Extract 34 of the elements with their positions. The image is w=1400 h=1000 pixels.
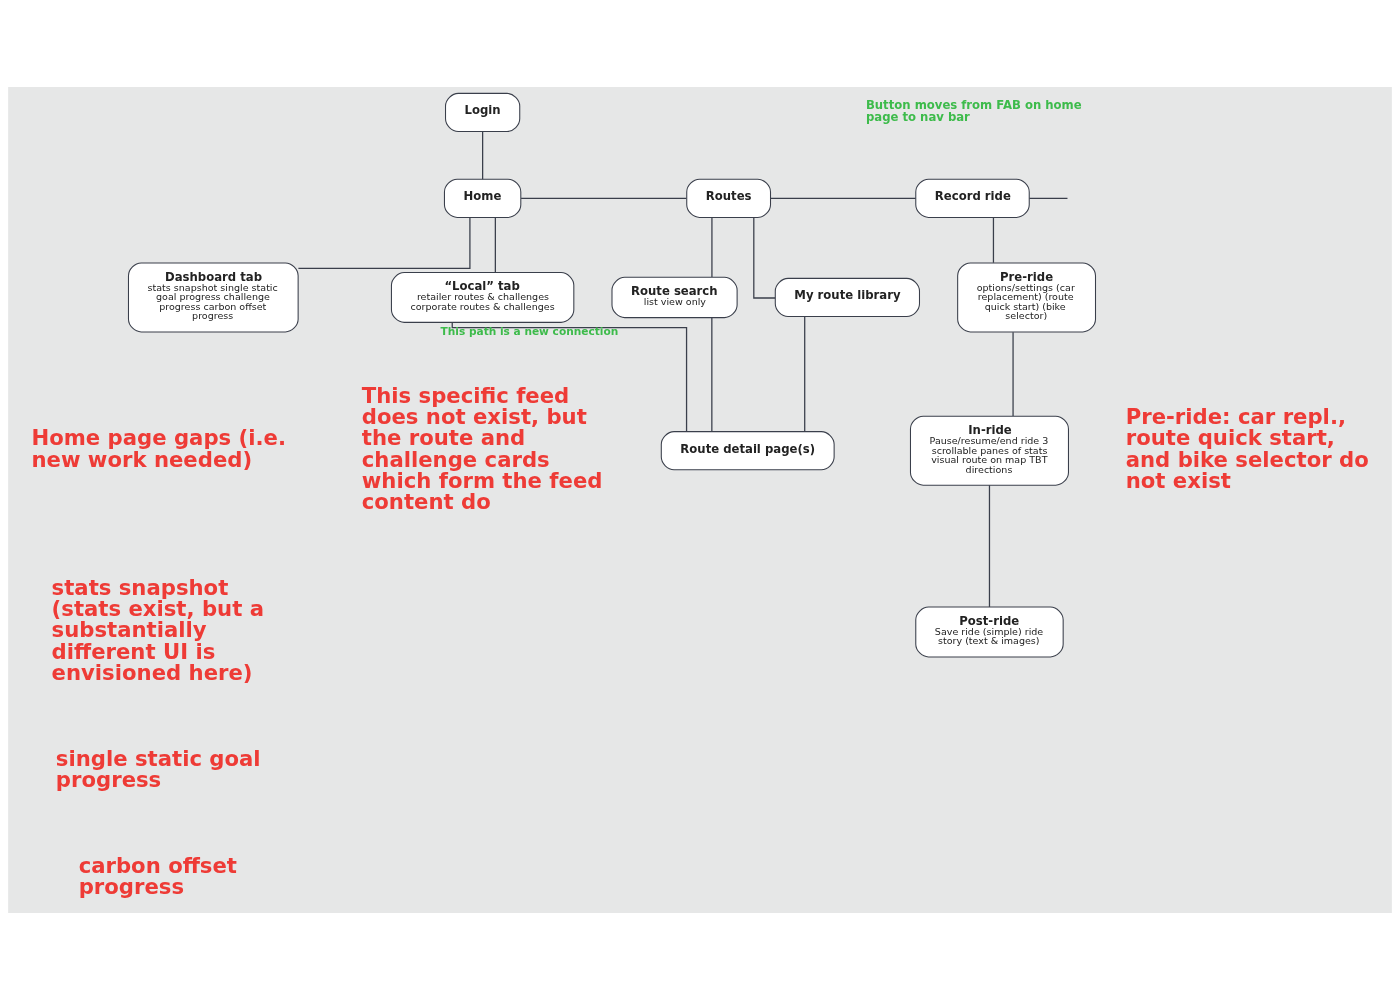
label: Pre-ride: car repl., route quick start, and bike selector do not exist [1125, 404, 1369, 493]
node-box: Pre-ride options/settings (car replacement) (route quick start) (bike selector) [957, 262, 1097, 333]
label: Home page gaps (i.e. new work needed) [31, 425, 286, 472]
connector [992, 216, 995, 264]
connector [753, 216, 776, 299]
connector [769, 197, 917, 199]
node-box: Record ride [915, 178, 1030, 218]
connector [451, 321, 688, 433]
node-box: Post-ride Save ride (simple) ride story (text & images) [915, 606, 1064, 658]
node-box: My route library [774, 277, 920, 318]
connector [297, 216, 471, 269]
connector [711, 317, 713, 432]
label: This specific feed does not exist, but the route and challenge cards which form the feed content do [361, 382, 603, 515]
node-box: Dashboard tab stats snapshot single static goal progress challenge progress carbon offset progress [127, 262, 299, 333]
node-box: Login [445, 92, 521, 133]
label: single static goal progress [55, 745, 261, 792]
connector [1012, 331, 1014, 417]
connector [804, 315, 806, 432]
connector [1028, 197, 1069, 199]
label: stats snapshot (stats exist, but a substantially different UI is envisioned here) [51, 574, 264, 685]
connector [988, 484, 991, 608]
connector [711, 216, 713, 278]
connector [494, 216, 496, 274]
node-box: Route detail page(s) [660, 431, 835, 471]
connector [482, 131, 484, 180]
label: carbon offset progress [78, 852, 237, 899]
node-box: Home [443, 178, 522, 218]
edge-label: This path is a new connection [440, 325, 619, 338]
node-box: “Local” tab retailer routes & challenges corporate routes & challenges [390, 272, 575, 323]
label: Button moves from FAB on home page to nav bar [865, 98, 1082, 124]
node-box: Route search list view only [611, 276, 738, 319]
node-box: Routes [686, 178, 772, 218]
connector [520, 197, 687, 199]
node-box: In-ride Pause/resume/end ride 3 scrollable panes of stats visual route on map TBT directions [909, 415, 1069, 486]
